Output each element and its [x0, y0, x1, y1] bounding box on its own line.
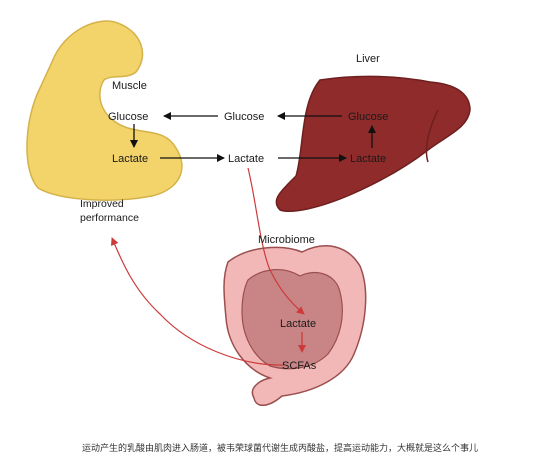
arrow-scfas-to-performance	[111, 237, 285, 366]
gut-lactate-label: Lactate	[280, 318, 316, 330]
liver-shape	[275, 75, 471, 212]
liver-label: Liver	[356, 53, 380, 65]
muscle-label: Muscle	[112, 80, 147, 92]
improved-performance-label-line1: Improved	[80, 198, 124, 210]
scfas-label: SCFAs	[282, 360, 317, 372]
liver-lactate-label: Lactate	[350, 153, 386, 165]
muscle-lactate-label: Lactate	[112, 153, 148, 165]
gut-inner-shape	[241, 269, 343, 370]
arrow-lactate-to-gut	[247, 167, 305, 315]
caption: 运动产生的乳酸由肌肉进入肠道，被韦荣球菌代谢生成丙酸盐，提高运动能力，大概就是这…	[81, 444, 478, 454]
liver-lobe-line	[425, 109, 439, 163]
muscle-shape	[26, 20, 183, 201]
mid-lactate-label: Lactate	[228, 153, 264, 165]
mid-glucose-label: Glucose	[224, 111, 264, 123]
improved-performance-label-line2: performance	[80, 212, 139, 224]
microbiome-label: Microbiome	[258, 234, 315, 246]
liver-glucose-label: Glucose	[348, 111, 388, 123]
muscle-glucose-label: Glucose	[108, 111, 148, 123]
